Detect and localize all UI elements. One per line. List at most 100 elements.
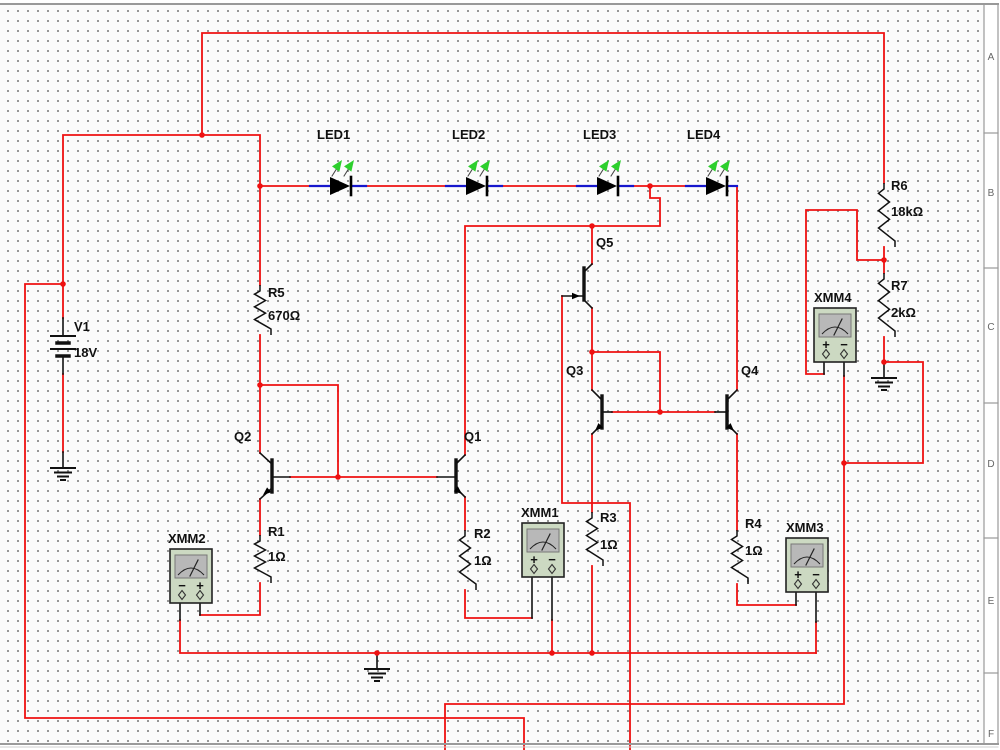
resistor-R6[interactable]: R6 18kΩ: [877, 178, 924, 247]
meter-terminal-sign: −: [178, 578, 186, 593]
junction-dot: [257, 382, 263, 388]
multimeter-XMM4[interactable]: +−XMM4: [813, 290, 857, 377]
transistor-Q1[interactable]: Q1: [436, 429, 481, 499]
transistor-Q4[interactable]: Q4: [714, 363, 759, 436]
transistor-ref-label[interactable]: Q5: [596, 235, 613, 250]
resistor-R3[interactable]: R3 1Ω: [585, 510, 618, 566]
transistor-Q3[interactable]: Q3: [566, 363, 613, 436]
meter-terminal-pin[interactable]: [839, 348, 849, 360]
wire[interactable]: [199, 582, 261, 616]
led-emission-arrow-icon: [332, 160, 342, 172]
meter-terminal-pin[interactable]: [195, 589, 205, 601]
ground-symbol[interactable]: [364, 652, 390, 682]
junction-dot: [657, 409, 663, 415]
wire[interactable]: [62, 134, 261, 319]
meter-terminal-pin[interactable]: [547, 563, 557, 575]
multimeter-ref-label[interactable]: XMM4: [814, 290, 852, 305]
transistor-Q5[interactable]: Q5: [561, 235, 613, 310]
resistor-R2[interactable]: R2 1Ω: [458, 526, 492, 590]
multimeter-ref-label[interactable]: XMM3: [786, 520, 824, 535]
multimeter-XMM3[interactable]: +−XMM3: [785, 520, 829, 623]
ground-symbol[interactable]: [871, 361, 897, 391]
led-ref-label[interactable]: LED4: [687, 127, 721, 142]
led-ref-label[interactable]: LED2: [452, 127, 485, 142]
meter-terminal-sign: −: [548, 552, 556, 567]
transistor-ref-label[interactable]: Q1: [464, 429, 481, 444]
resistor-value-label[interactable]: 1Ω: [745, 543, 763, 558]
bjt-emitter-arrow-icon: [726, 423, 734, 431]
bjt-collector-lead: [454, 453, 467, 466]
resistor-symbol: [877, 273, 896, 337]
meter-terminal-pin[interactable]: [821, 348, 831, 360]
meter-dial-arc: [821, 326, 849, 335]
meter-terminal-pin[interactable]: [177, 589, 187, 601]
wire[interactable]: [444, 375, 845, 750]
resistor-symbol: [252, 535, 272, 583]
resistor-value-label[interactable]: 18kΩ: [891, 204, 923, 219]
resistor-value-label[interactable]: 1Ω: [600, 537, 618, 552]
bjt-emitter-arrow-icon: [595, 423, 603, 431]
wire[interactable]: [736, 583, 797, 606]
ground-symbol[interactable]: [50, 451, 76, 481]
transistor-Q2[interactable]: Q2: [234, 429, 291, 501]
resistor-R1[interactable]: R1 1Ω: [252, 524, 286, 583]
junction-dot: [257, 183, 263, 189]
multimeter-XMM2[interactable]: −+XMM2: [168, 531, 213, 621]
bjt-collector-lead: [725, 388, 739, 402]
resistor-ref-label[interactable]: R1: [268, 524, 285, 539]
led-LED1[interactable]: LED1: [317, 127, 358, 197]
multimeter-ref-label[interactable]: XMM2: [168, 531, 206, 546]
wire[interactable]: [179, 619, 817, 654]
resistor-R5[interactable]: R5 670Ω: [252, 285, 301, 335]
resistor-R4[interactable]: R4 1Ω: [730, 516, 763, 584]
transistor-ref-label[interactable]: Q3: [566, 363, 583, 378]
resistor-ref-label[interactable]: R3: [600, 510, 617, 525]
junction-dot: [647, 183, 653, 189]
wire[interactable]: [201, 32, 885, 184]
resistor-value-label[interactable]: 2kΩ: [891, 305, 916, 320]
wire[interactable]: [591, 351, 661, 413]
resistor-ref-label[interactable]: R6: [891, 178, 908, 193]
wire[interactable]: [259, 384, 339, 478]
resistor-ref-label[interactable]: R7: [891, 278, 908, 293]
junction-dot: [549, 650, 555, 656]
led-LED3[interactable]: LED3: [583, 127, 625, 197]
wire[interactable]: [24, 283, 525, 750]
wire[interactable]: [805, 209, 885, 375]
multimeter-XMM1[interactable]: +−XMM1: [521, 505, 565, 621]
zone-letter: E: [988, 596, 995, 607]
meter-display: [790, 543, 824, 568]
led-LED4[interactable]: LED4: [687, 127, 734, 197]
meter-terminal-pin[interactable]: [811, 578, 821, 590]
wire[interactable]: [843, 361, 924, 464]
resistor-value-label[interactable]: 670Ω: [268, 308, 300, 323]
resistor-ref-label[interactable]: R2: [474, 526, 491, 541]
multimeter-ref-label[interactable]: XMM1: [521, 505, 559, 520]
battery-V1[interactable]: V1 18V: [50, 317, 97, 375]
zone-letter: F: [988, 729, 994, 740]
resistor-R7[interactable]: R7 2kΩ: [877, 273, 916, 337]
led-triangle: [597, 177, 617, 195]
battery-value-label[interactable]: 18V: [74, 345, 97, 360]
zone-letter: C: [987, 322, 994, 333]
bjt-emitter-arrow-icon: [572, 292, 580, 300]
meter-terminal-pin[interactable]: [793, 578, 803, 590]
meter-needle: [833, 318, 843, 336]
transistor-ref-label[interactable]: Q2: [234, 429, 251, 444]
junction-dot: [841, 460, 847, 466]
meter-terminal-pin[interactable]: [529, 563, 539, 575]
led-ref-label[interactable]: LED3: [583, 127, 616, 142]
led-emission-arrow-icon: [611, 160, 621, 172]
led-LED2[interactable]: LED2: [452, 127, 494, 197]
resistor-value-label[interactable]: 1Ω: [474, 553, 492, 568]
led-ref-label[interactable]: LED1: [317, 127, 350, 142]
resistor-value-label[interactable]: 1Ω: [268, 549, 286, 564]
resistor-ref-label[interactable]: R5: [268, 285, 285, 300]
wire[interactable]: [464, 589, 533, 619]
battery-ref-label[interactable]: V1: [74, 319, 90, 334]
meter-dial-arc: [529, 541, 557, 550]
wire[interactable]: [464, 185, 661, 456]
resistor-ref-label[interactable]: R4: [745, 516, 762, 531]
transistor-ref-label[interactable]: Q4: [741, 363, 759, 378]
wire[interactable]: [561, 295, 631, 750]
